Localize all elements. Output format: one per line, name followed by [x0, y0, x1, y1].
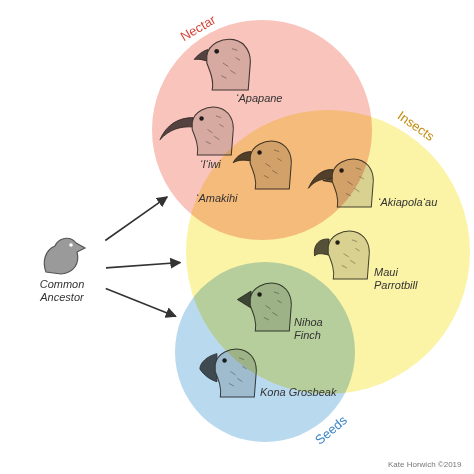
ancestor-eye	[69, 243, 73, 247]
evolution-arrow	[106, 263, 180, 268]
ancestor-node: Common Ancestor	[22, 238, 102, 304]
species-name: ‘I‘iwi	[200, 158, 221, 171]
species-name: ‘Akiapola‘au	[378, 196, 437, 209]
region-fill	[175, 262, 355, 442]
node-label: Common Ancestor	[22, 278, 102, 304]
species-name: Maui Parrotbill	[374, 266, 436, 292]
species-name: Nihoa Finch	[294, 316, 344, 342]
evolution-arrow	[105, 197, 167, 241]
ancestor-silhouette	[44, 238, 85, 274]
copyright-note: Kate Horwich ©2019	[388, 460, 462, 470]
species-name: ‘Apapane	[236, 92, 283, 105]
region-circle	[175, 262, 355, 442]
species-name: ‘Amakihi	[196, 192, 238, 205]
evolution-arrow	[106, 288, 176, 316]
species-name: Kona Grosbeak	[260, 386, 336, 399]
diet-region: Seeds	[175, 262, 355, 442]
ancestor-icon	[44, 238, 85, 274]
